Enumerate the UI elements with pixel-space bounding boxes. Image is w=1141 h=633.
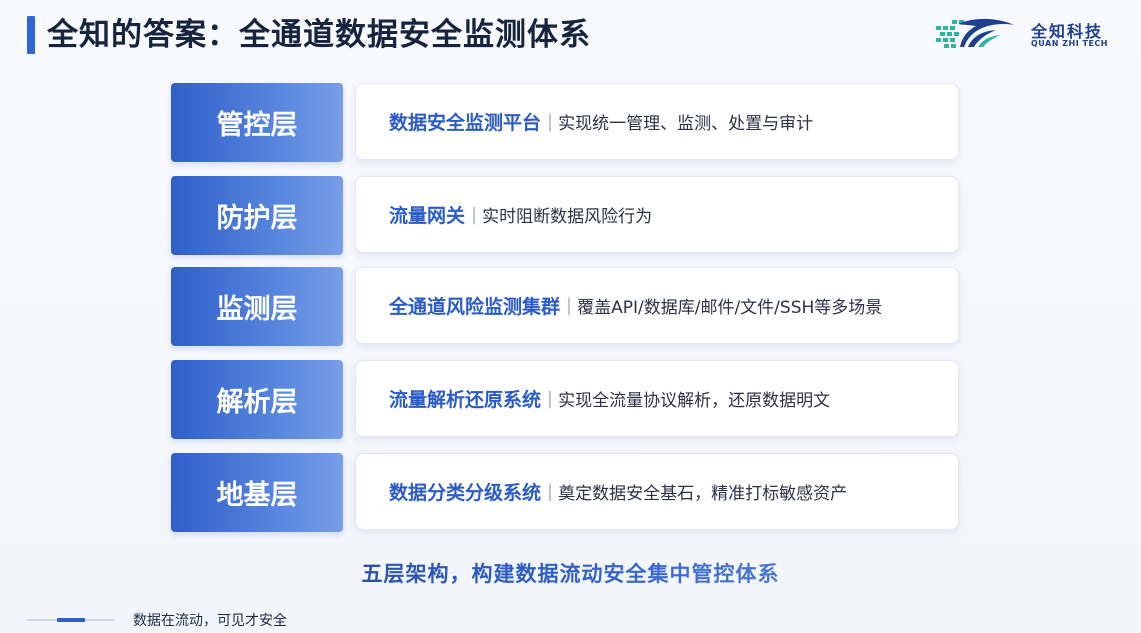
layer-label: 解析层 — [171, 360, 343, 439]
layer-card-separator: | — [547, 388, 554, 409]
title-accent-bar — [27, 16, 35, 54]
layer-row: 管控层 数据安全监测平台 | 实现统一管理、监测、处置与审计 — [171, 83, 961, 162]
layer-card-description: 实现统一管理、监测、处置与审计 — [558, 114, 814, 134]
layer-row: 监测层 全通道风险监测集群 | 覆盖API/数据库/邮件/文件/SSH等多场景 — [171, 267, 961, 346]
layer-card-title: 全通道风险监测集群 — [389, 296, 561, 318]
layer-card-description: 实现全流量协议解析，还原数据明文 — [558, 391, 831, 411]
layer-card: 数据分类分级系统 | 奠定数据安全基石，精准打标敏感资产 — [355, 453, 959, 530]
layer-label: 地基层 — [171, 453, 343, 532]
layer-card-separator: | — [471, 204, 478, 225]
logo-name-cn: 全知科技 — [1031, 22, 1104, 41]
layer-card: 数据安全监测平台 | 实现统一管理、监测、处置与审计 — [355, 83, 959, 160]
layer-card-separator: | — [547, 111, 554, 132]
layer-card-description: 奠定数据安全基石，精准打标敏感资产 — [558, 484, 848, 504]
footer-divider-accent — [57, 618, 85, 622]
summary-text: 五层架构，构建数据流动安全集中管控体系 — [0, 558, 1141, 588]
layer-row: 解析层 流量解析还原系统 | 实现全流量协议解析，还原数据明文 — [171, 360, 961, 439]
layer-card: 全通道风险监测集群 | 覆盖API/数据库/邮件/文件/SSH等多场景 — [355, 267, 959, 344]
company-logo: 全知科技 QUAN ZHI TECH — [934, 15, 1124, 55]
layer-card: 流量网关 | 实时阻断数据风险行为 — [355, 176, 959, 253]
layer-row: 地基层 数据分类分级系统 | 奠定数据安全基石，精准打标敏感资产 — [171, 453, 961, 532]
bird-wing-logo-icon — [936, 18, 1014, 48]
logo-name-en: QUAN ZHI TECH — [1031, 39, 1108, 48]
layer-label: 管控层 — [171, 83, 343, 162]
footer-slogan: 数据在流动，可见才安全 — [133, 613, 287, 629]
layer-card-title: 流量网关 — [389, 205, 466, 227]
layer-label: 防护层 — [171, 176, 343, 255]
page-title: 全知的答案：全通道数据安全监测体系 — [47, 17, 591, 53]
layer-card-title: 数据安全监测平台 — [389, 112, 542, 134]
layer-card-title: 数据分类分级系统 — [389, 482, 542, 504]
layer-card: 流量解析还原系统 | 实现全流量协议解析，还原数据明文 — [355, 360, 959, 437]
layer-card-title: 流量解析还原系统 — [389, 389, 542, 411]
layer-card-separator: | — [547, 481, 554, 502]
layer-card-separator: | — [566, 295, 573, 316]
layer-label: 监测层 — [171, 267, 343, 346]
layer-row: 防护层 流量网关 | 实时阻断数据风险行为 — [171, 176, 961, 255]
layer-card-description: 覆盖API/数据库/邮件/文件/SSH等多场景 — [577, 298, 883, 318]
layer-card-description: 实时阻断数据风险行为 — [482, 207, 653, 227]
